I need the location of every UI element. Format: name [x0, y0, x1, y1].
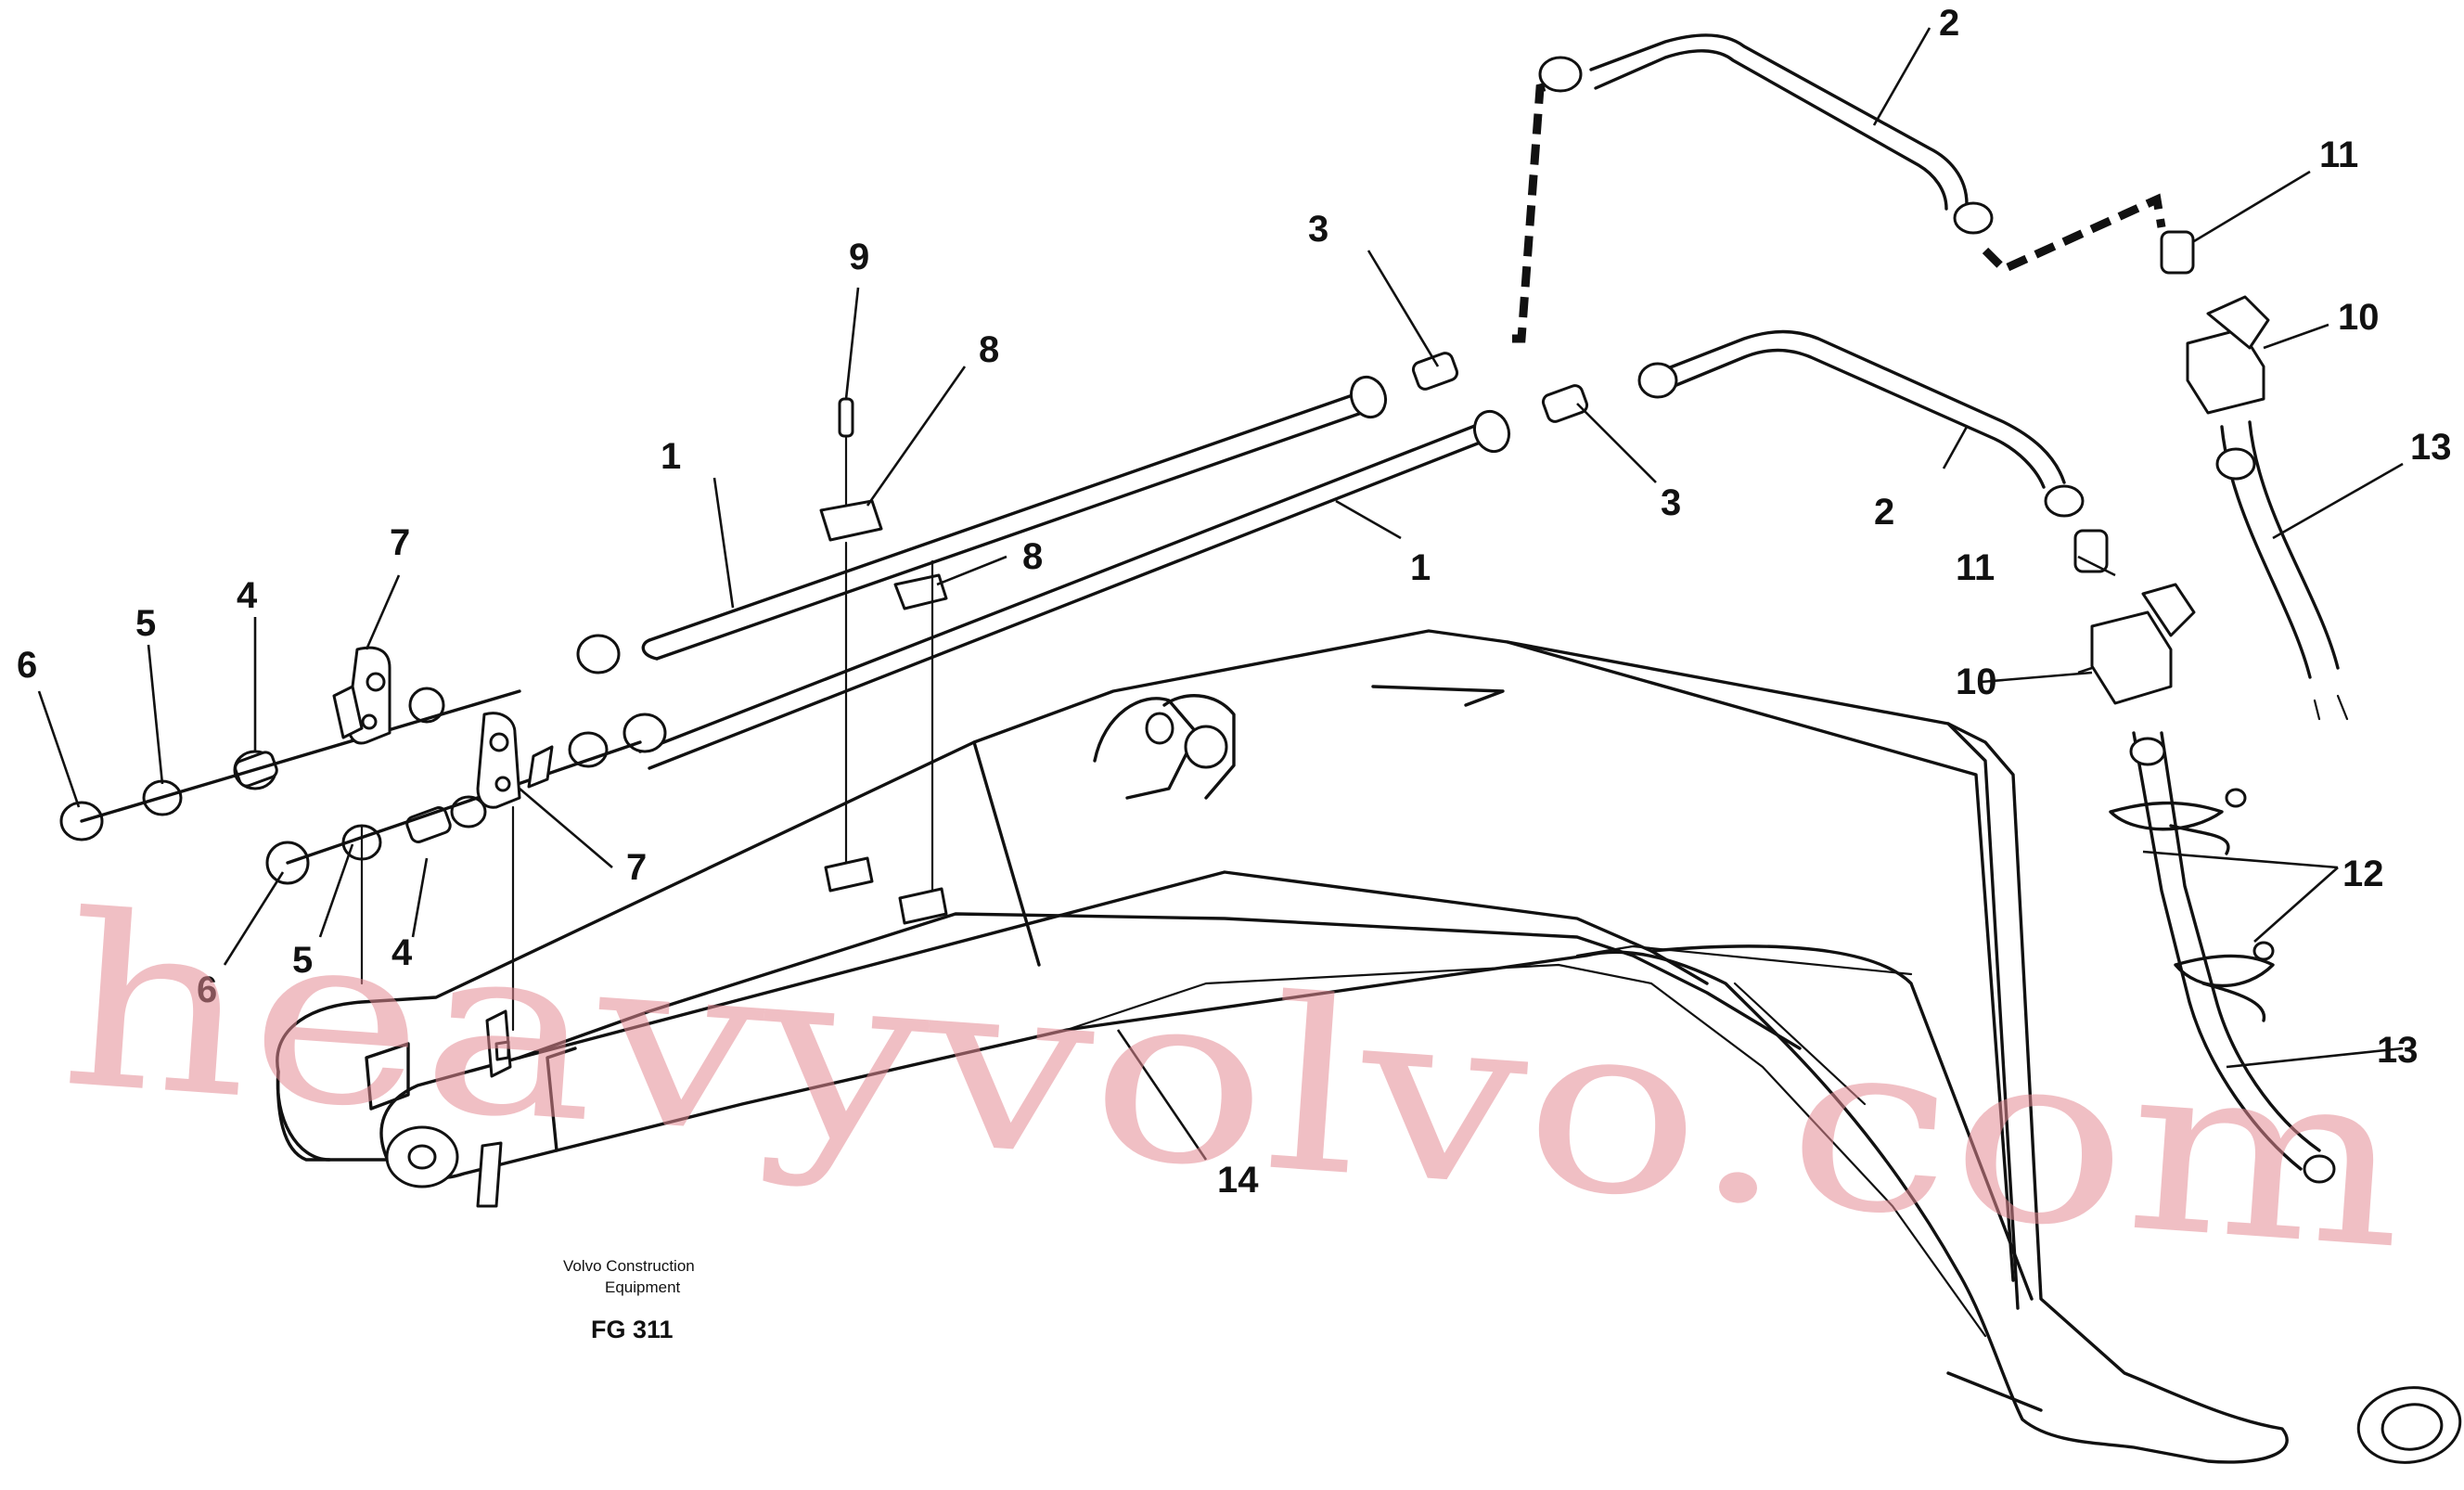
- callout-2: 2: [1939, 3, 1959, 44]
- callout-4: 4: [391, 932, 413, 973]
- callout-4: 4: [237, 575, 258, 616]
- callout-10: 10: [1956, 662, 1997, 702]
- callout-9: 9: [849, 237, 869, 277]
- callout-labels: 6 5 4 7 1 9 8 8 3 1 3 2 2 11 11 10 10 13…: [17, 3, 2452, 1201]
- figure-caption: Volvo Construction Equipment FG 311: [563, 1257, 695, 1343]
- fittings: [59, 56, 2349, 1184]
- callout-3: 3: [1308, 209, 1328, 250]
- callout-1: 1: [661, 436, 681, 477]
- boom: [276, 629, 2462, 1464]
- figure-number: FG 311: [591, 1316, 674, 1343]
- callout-8: 8: [1022, 536, 1043, 577]
- callout-5: 5: [135, 603, 156, 644]
- callout-1: 1: [1410, 547, 1431, 588]
- caption-line-1: Volvo Construction: [563, 1257, 695, 1275]
- callout-2: 2: [1874, 492, 1894, 533]
- callout-7: 7: [626, 847, 647, 888]
- watermark: heavyvolvo.com: [54, 864, 2415, 1303]
- callout-13: 13: [2410, 427, 2452, 468]
- callout-11: 11: [2319, 135, 2358, 175]
- callout-11: 11: [1956, 547, 1995, 588]
- callout-5: 5: [292, 940, 313, 981]
- callout-6: 6: [17, 645, 37, 686]
- callout-12: 12: [2342, 854, 2384, 894]
- callout-7: 7: [390, 522, 410, 563]
- leader-lines: [37, 27, 2404, 1161]
- callout-3: 3: [1661, 482, 1681, 523]
- callout-14: 14: [1217, 1160, 1259, 1201]
- callout-6: 6: [197, 970, 217, 1010]
- callout-10: 10: [2338, 297, 2380, 338]
- caption-line-2: Equipment: [605, 1278, 681, 1296]
- upper-pipe-assembly: [638, 33, 2166, 770]
- callout-8: 8: [979, 329, 999, 370]
- callout-13: 13: [2377, 1030, 2419, 1071]
